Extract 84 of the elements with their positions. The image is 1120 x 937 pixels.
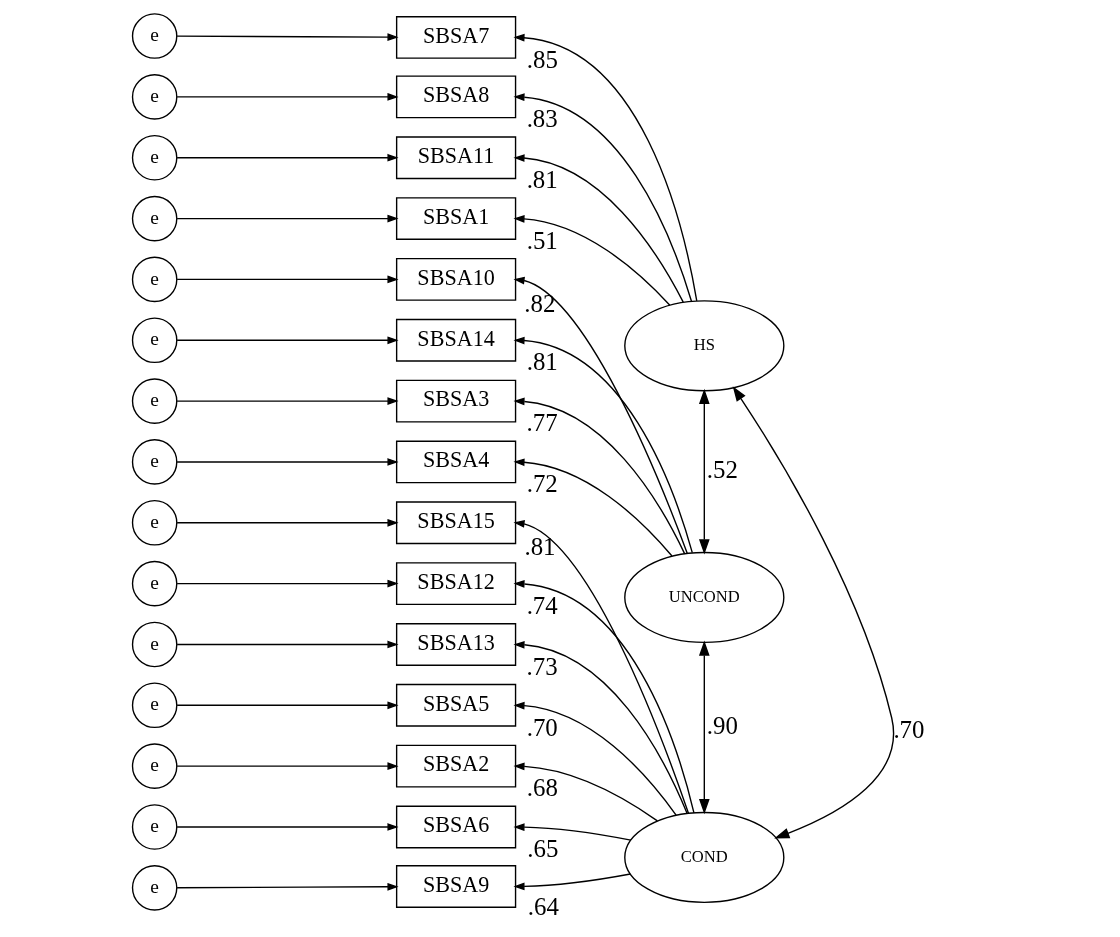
arrow	[175, 701, 398, 710]
arrow	[512, 33, 697, 302]
arrow	[175, 882, 398, 891]
node-circle: e	[131, 13, 177, 59]
arrow	[175, 397, 398, 405]
edge-label: .83	[526, 105, 558, 133]
edge-label: .85	[526, 45, 558, 73]
arrow	[175, 518, 398, 527]
arrow	[732, 386, 894, 839]
arrow	[512, 215, 671, 306]
arrow	[698, 640, 710, 815]
node-box: SBSA4	[395, 440, 516, 484]
edge-label: .51	[526, 226, 558, 254]
node-circle: e	[131, 865, 177, 911]
node-box: SBSA3	[395, 379, 516, 423]
arrow	[512, 873, 631, 891]
node-box: SBSA13	[395, 623, 516, 666]
node-circle: e	[131, 439, 177, 485]
node-box: SBSA12	[395, 562, 516, 606]
edge-label: .73	[526, 652, 558, 680]
node-circle: e	[131, 74, 177, 120]
arrow	[175, 93, 398, 101]
arrow	[512, 458, 673, 557]
arrow	[175, 153, 398, 162]
node-box: SBSA14	[395, 318, 516, 362]
edge-label: .64	[527, 893, 559, 921]
edge-label: .74	[526, 591, 558, 619]
node-circle: e	[131, 134, 177, 181]
node-circle: e	[131, 195, 177, 242]
edge-label: .77	[526, 409, 558, 437]
node-box: SBSA9	[395, 865, 516, 908]
node-ellipse: HS	[623, 300, 784, 392]
edge-label: .90	[706, 711, 738, 739]
node-box: SBSA1	[395, 197, 516, 240]
node-box: SBSA10	[395, 258, 516, 301]
arrow	[512, 701, 677, 816]
arrow	[512, 93, 692, 302]
arrow	[512, 336, 693, 554]
node-box: SBSA6	[395, 805, 516, 849]
node-box: SBSA2	[395, 744, 516, 788]
arrow	[698, 388, 710, 555]
edge-label: .52	[706, 455, 738, 483]
arrow	[175, 640, 398, 649]
node-box: SBSA7	[395, 16, 516, 59]
edge-label: .81	[526, 348, 558, 376]
node-circle: e	[131, 682, 177, 729]
node-box: SBSA5	[395, 683, 516, 727]
node-circle: e	[131, 256, 177, 303]
node-circle: e	[131, 317, 177, 364]
node-box: SBSA8	[395, 75, 516, 119]
node-circle: e	[131, 621, 177, 668]
edge-label: .81	[523, 533, 556, 561]
arrow	[512, 762, 658, 822]
edge-label: .72	[526, 470, 558, 498]
edge-label: .70	[526, 713, 558, 741]
arrow	[175, 33, 398, 41]
node-ellipse: COND	[623, 811, 784, 904]
node-circle: e	[131, 804, 177, 850]
node-circle: e	[131, 378, 177, 424]
edge-label: .82	[523, 289, 555, 317]
arrow	[175, 823, 398, 831]
arrow	[175, 762, 398, 771]
edge-label: .70	[892, 715, 925, 743]
arrow	[512, 397, 685, 555]
arrow	[175, 214, 398, 223]
arrow	[513, 520, 689, 815]
node-ellipse: UNCOND	[623, 551, 784, 644]
arrow	[512, 640, 688, 814]
node-box: SBSA11	[395, 136, 516, 180]
arrow	[512, 823, 632, 841]
arrow	[513, 276, 688, 554]
arrow	[175, 579, 398, 588]
node-circle: e	[131, 560, 177, 607]
edge-label: .68	[526, 774, 558, 802]
node-circle: e	[131, 743, 177, 789]
arrow	[512, 154, 684, 303]
arrow	[512, 580, 695, 814]
arrow	[175, 275, 398, 284]
node-circle: e	[131, 499, 177, 546]
node-box: SBSA15	[395, 501, 516, 545]
arrow	[175, 458, 398, 466]
edge-label: .65	[526, 834, 558, 862]
edge-label: .81	[526, 165, 558, 193]
arrow	[175, 336, 398, 345]
